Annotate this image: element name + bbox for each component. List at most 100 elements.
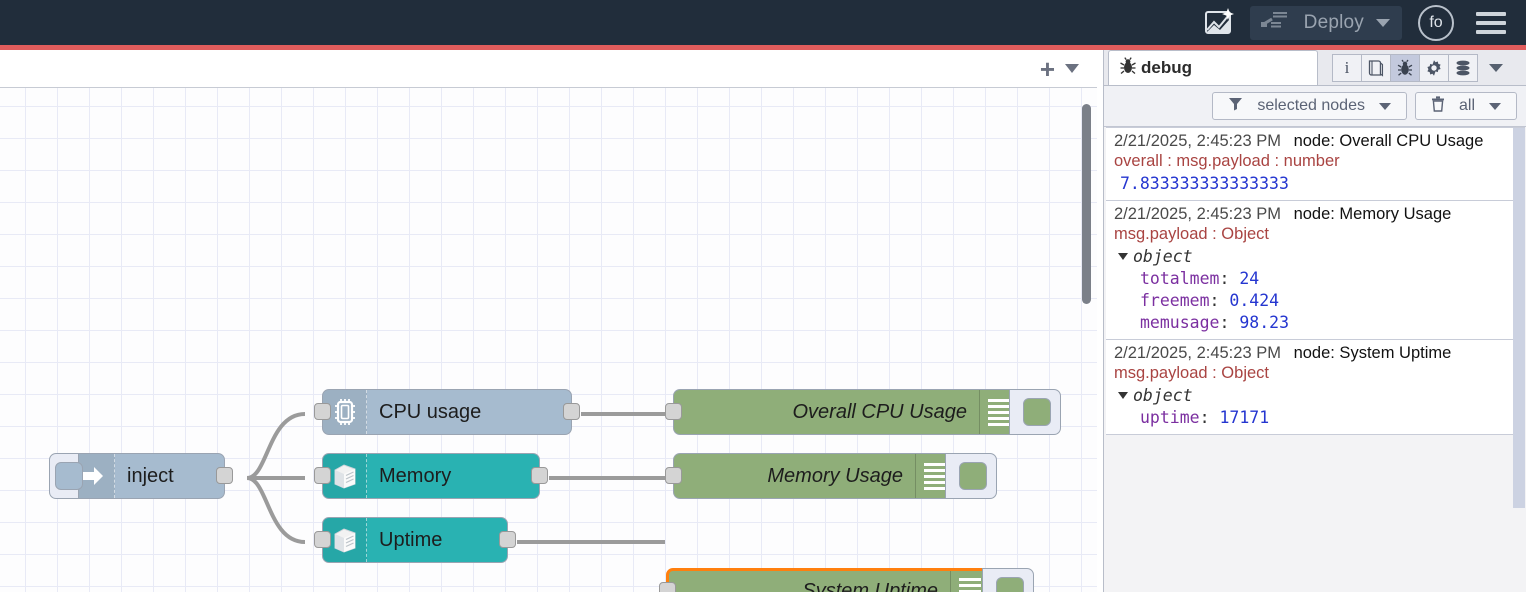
deploy-chevron-down-icon[interactable]	[1376, 18, 1390, 27]
inject-trigger-button[interactable]	[49, 453, 83, 499]
user-avatar[interactable]: fo	[1418, 4, 1454, 41]
object-entry-key: freemem	[1140, 291, 1210, 310]
clear-all-button[interactable]: all	[1414, 92, 1517, 120]
clear-all-chevron-down-icon[interactable]	[1489, 102, 1501, 110]
object-entry: memusage: 98.23	[1114, 313, 1516, 332]
deploy-label: Deploy	[1303, 11, 1364, 33]
sidebar-tab-row: debug i	[1104, 50, 1526, 86]
flow-canvas[interactable]: inject	[0, 88, 1097, 592]
caret-down-icon[interactable]	[1118, 392, 1128, 399]
object-expand-toggle[interactable]: object	[1114, 386, 1516, 405]
debug-message-header: 2/21/2025, 2:45:23 PM node: Overall CPU …	[1114, 132, 1516, 151]
clear-all-label: all	[1458, 97, 1475, 114]
node-system-uptime[interactable]: System Uptime	[659, 568, 1034, 592]
flow-tab-bar: +	[0, 50, 1097, 88]
node-system-uptime-enable-toggle[interactable]	[982, 568, 1034, 592]
debug-message-topic: overall : msg.payload : number	[1114, 152, 1340, 170]
add-flow-tab-button[interactable]: +	[1039, 53, 1055, 84]
node-memory-usage-input-port[interactable]	[665, 467, 682, 484]
node-uptime-input-port[interactable]	[314, 531, 331, 548]
deploy-change-indicator-bar	[0, 45, 1526, 50]
trash-icon	[1431, 95, 1445, 117]
filter-chevron-down-icon[interactable]	[1378, 102, 1391, 110]
object-entry-key: memusage	[1140, 313, 1220, 332]
object-entry-value: 98.23	[1239, 313, 1290, 332]
node-memory-usage[interactable]: Memory Usage	[665, 453, 997, 499]
node-system-uptime-input-port[interactable]	[659, 582, 676, 592]
object-entry-value: 17171	[1219, 408, 1270, 427]
bug-icon	[1119, 56, 1137, 80]
info-icon[interactable]: i	[1332, 54, 1362, 82]
node-cpu-usage-output-port[interactable]	[563, 403, 580, 420]
caret-down-icon[interactable]	[1118, 253, 1128, 260]
flow-wizard-icon[interactable]	[1200, 4, 1238, 42]
debug-message-source-node: node: Overall CPU Usage	[1293, 132, 1484, 150]
context-data-icon[interactable]	[1448, 54, 1478, 82]
filter-selected-nodes-label: selected nodes	[1257, 97, 1365, 114]
object-entry-separator: :	[1209, 291, 1230, 310]
node-memory-input-port[interactable]	[314, 467, 331, 484]
deploy-button[interactable]: Deploy	[1249, 5, 1402, 40]
flow-workspace: +	[0, 50, 1097, 592]
node-overall-cpu-usage-input-port[interactable]	[665, 403, 682, 420]
debug-message-list[interactable]: 2/21/2025, 2:45:23 PM node: Overall CPU …	[1106, 127, 1525, 592]
help-book-icon[interactable]	[1361, 54, 1391, 82]
debug-message-value: 7.833333333333333	[1120, 174, 1289, 193]
sidebar-more-chevron-down-icon[interactable]	[1489, 64, 1503, 72]
debug-message[interactable]: 2/21/2025, 2:45:23 PM node: Memory Usage…	[1106, 200, 1525, 340]
debug-panel-scrollbar-thumb[interactable]	[1513, 128, 1525, 508]
node-overall-cpu-usage-enable-toggle[interactable]	[1009, 389, 1061, 435]
node-memory-label: Memory	[379, 464, 452, 487]
debug-message-timestamp: 2/21/2025, 2:45:23 PM	[1114, 132, 1281, 150]
funnel-icon	[1228, 96, 1243, 116]
config-gear-icon[interactable]	[1419, 54, 1449, 82]
node-uptime-output-port[interactable]	[499, 531, 516, 548]
node-memory[interactable]: Memory	[314, 453, 548, 499]
object-entry-key: totalmem	[1140, 269, 1220, 288]
debug-message-source-node: node: System Uptime	[1293, 344, 1452, 362]
debug-lines-icon	[915, 454, 953, 498]
hamburger-menu-icon[interactable]	[1476, 7, 1506, 39]
debug-message[interactable]: 2/21/2025, 2:45:23 PM node: Overall CPU …	[1106, 127, 1525, 201]
debug-message-timestamp: 2/21/2025, 2:45:23 PM	[1114, 205, 1281, 223]
node-memory-usage-enable-toggle[interactable]	[945, 453, 997, 499]
object-entry: totalmem: 24	[1114, 269, 1516, 288]
node-cpu-usage[interactable]: CPU usage	[314, 389, 580, 435]
server-box-icon	[323, 518, 367, 562]
node-cpu-usage-label: CPU usage	[379, 400, 482, 423]
node-inject[interactable]: inject	[49, 453, 233, 499]
sidebar-tool-group: i	[1332, 54, 1503, 85]
object-entry-separator: :	[1219, 269, 1240, 288]
debug-message[interactable]: 2/21/2025, 2:45:23 PM node: System Uptim…	[1106, 339, 1525, 435]
debug-bug-icon[interactable]	[1390, 54, 1420, 82]
filter-selected-nodes-button[interactable]: selected nodes	[1212, 92, 1407, 120]
node-overall-cpu-usage-label: Overall CPU Usage	[792, 400, 967, 423]
debug-message-topic: msg.payload : Object	[1114, 364, 1269, 382]
node-memory-output-port[interactable]	[531, 467, 548, 484]
node-uptime[interactable]: Uptime	[314, 517, 516, 563]
node-inject-output-port[interactable]	[216, 467, 233, 484]
debug-message-header: 2/21/2025, 2:45:23 PM node: System Uptim…	[1114, 344, 1516, 363]
object-entry: freemem: 0.424	[1114, 291, 1516, 310]
node-memory-usage-label: Memory Usage	[767, 464, 903, 487]
node-cpu-usage-input-port[interactable]	[314, 403, 331, 420]
node-overall-cpu-usage[interactable]: Overall CPU Usage	[665, 389, 1061, 435]
debug-message-header: 2/21/2025, 2:45:23 PM node: Memory Usage	[1114, 205, 1516, 224]
object-label: object	[1133, 386, 1193, 405]
object-label: object	[1133, 247, 1193, 266]
canvas-scrollbar-thumb[interactable]	[1082, 104, 1091, 304]
debug-sidebar: debug i	[1103, 50, 1526, 592]
object-entry-value: 0.424	[1229, 291, 1280, 310]
tab-debug[interactable]: debug	[1108, 50, 1318, 85]
object-entry-separator: :	[1199, 408, 1220, 427]
object-expand-toggle[interactable]: object	[1114, 247, 1516, 266]
debug-message-topic: msg.payload : Object	[1114, 225, 1269, 243]
app-header: Deploy fo	[0, 0, 1526, 45]
deploy-icon	[1260, 9, 1294, 36]
flow-tab-menu-chevron-down-icon[interactable]	[1065, 64, 1079, 73]
debug-lines-icon	[979, 390, 1017, 434]
object-entry-separator: :	[1219, 313, 1240, 332]
node-system-uptime-label: System Uptime	[802, 579, 938, 592]
canvas-vertical-scrollbar[interactable]	[1081, 88, 1095, 592]
